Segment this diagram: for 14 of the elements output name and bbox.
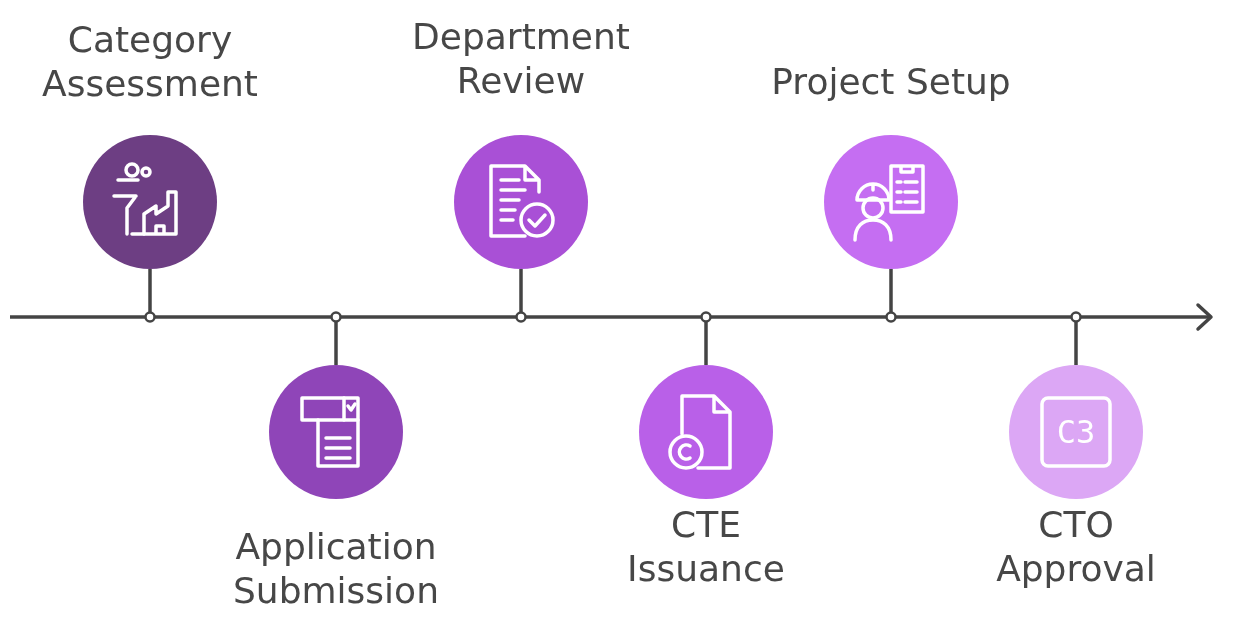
step-title: Department Review [411,15,631,103]
step-title: CTO Approval [995,503,1157,591]
step-title: Project Setup [770,60,1012,104]
step-title: Application Submission [232,525,440,613]
stem-connector [885,269,897,323]
icon-text: C3 [1055,412,1097,452]
stem-connector [144,269,156,323]
stem-connector [515,269,527,323]
stem-connector [700,311,712,365]
timeline-axis [10,303,1213,331]
stem-connector [330,311,342,365]
step-title: Category Assessment [41,18,259,106]
step-title: CTE Issuance [626,503,786,591]
stem-connector [1070,311,1082,365]
